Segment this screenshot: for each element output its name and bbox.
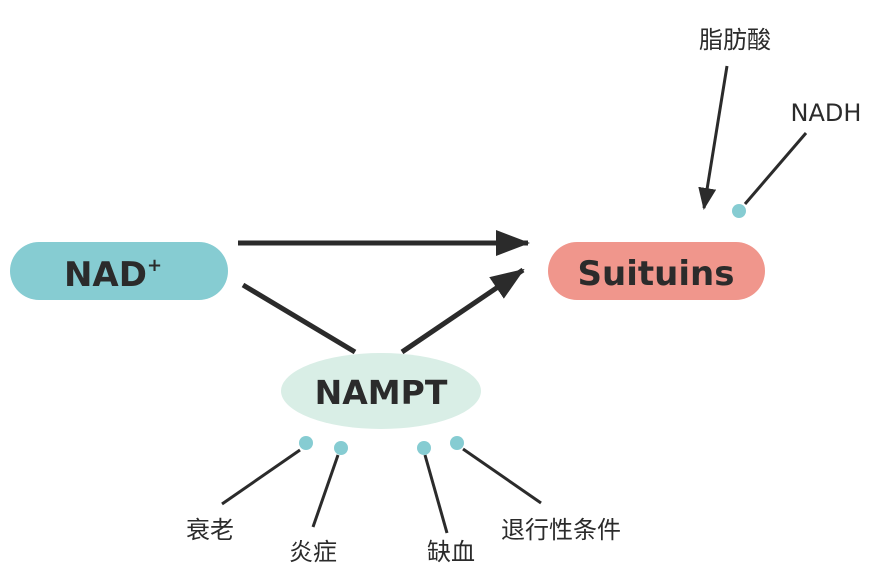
nampt-node-shape	[281, 353, 481, 429]
inflammation-inhibit-line	[311, 454, 340, 528]
nad-superscript: +	[147, 255, 162, 276]
ischemia-inhibit-dot	[417, 441, 431, 455]
inflammation-inhibit-dot	[334, 441, 348, 455]
nad-node: NAD+	[10, 242, 228, 300]
aging-inhibit-dot	[299, 436, 313, 450]
stress-inhibit-dot	[450, 436, 464, 450]
stress-inhibit-line	[462, 447, 542, 505]
nad-node-label: NAD+	[64, 255, 162, 295]
fatty-acid-label: 脂肪酸	[699, 26, 771, 54]
fatty-acid-arrow	[698, 65, 729, 210]
nad-to-nampt-line	[241, 282, 357, 355]
nadh-inhibit-line	[743, 132, 808, 205]
ischemia-inhibit-line	[423, 454, 449, 534]
sirtuins-node-shape	[548, 242, 765, 300]
sirtuins-node-label: Suituins	[578, 254, 735, 294]
nadh-inhibit-dot	[732, 204, 746, 218]
sirtuins-node: Suituins	[548, 242, 765, 300]
aging-label: 衰老	[186, 516, 234, 544]
nadh-label: NADH	[791, 99, 862, 127]
ischemia-label: 缺血	[427, 538, 475, 566]
aging-inhibit-line	[221, 448, 301, 506]
inflammation-label: 炎症	[289, 538, 337, 566]
stress-label: 退行性条件	[501, 516, 621, 544]
nampt-to-sirtuins-arrow	[400, 267, 525, 355]
nampt-node: NAMPT	[281, 353, 481, 429]
nampt-node-label: NAMPT	[315, 373, 448, 412]
nad-node-shape	[10, 242, 228, 300]
